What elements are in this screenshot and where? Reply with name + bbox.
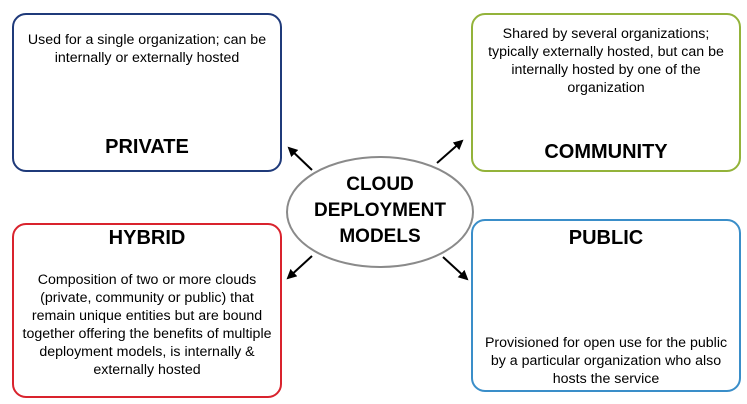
- arrow-to-public: [442, 256, 469, 281]
- community-description: Shared by several organizations; typical…: [488, 26, 724, 96]
- private-box: Used for a single organization; can be i…: [12, 13, 282, 172]
- center-label-line: CLOUD: [346, 174, 414, 195]
- center-label-line: MODELS: [339, 226, 421, 247]
- hybrid-box: HYBRID Composition of two or more clouds…: [12, 223, 282, 398]
- public-box: PUBLIC Provisioned for open use for the …: [471, 219, 741, 392]
- center-label-line: DEPLOYMENT: [314, 200, 446, 221]
- community-title: COMMUNITY: [544, 141, 668, 163]
- center-ellipse: [286, 156, 474, 268]
- arrow-to-community: [436, 139, 464, 164]
- hybrid-title: HYBRID: [108, 227, 186, 249]
- public-description: Provisioned for open use for the public …: [484, 335, 728, 387]
- arrow-to-private: [287, 146, 313, 171]
- public-title: PUBLIC: [568, 227, 644, 249]
- center-label: CLOUD DEPLOYMENT MODELS: [290, 172, 470, 250]
- private-description: Used for a single organization; can be i…: [27, 32, 267, 66]
- arrow-to-hybrid: [286, 255, 313, 280]
- private-title: PRIVATE: [105, 136, 189, 158]
- hybrid-description: Composition of two or more clouds (priva…: [22, 272, 272, 378]
- community-box: Shared by several organizations; typical…: [471, 13, 741, 172]
